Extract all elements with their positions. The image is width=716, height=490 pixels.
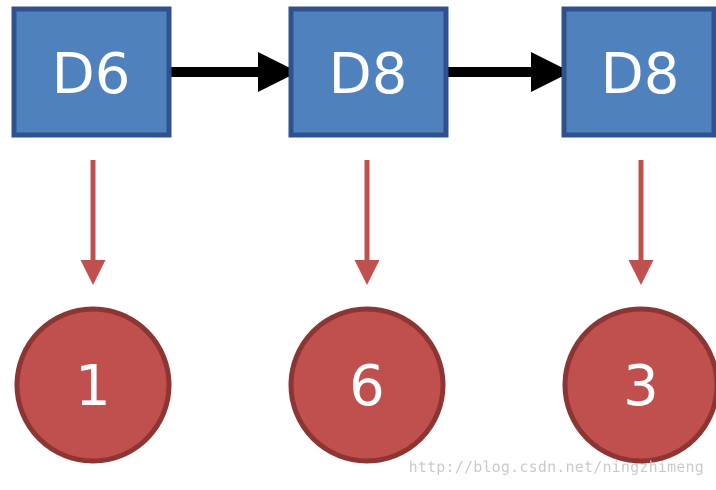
node-label-2: D8: [329, 42, 408, 107]
data-value-1: 1: [75, 354, 111, 419]
node-box-3: [561, 6, 716, 138]
data-circle-1: [14, 306, 172, 464]
node-box-2: [288, 6, 449, 138]
data-value-3: 3: [623, 354, 659, 419]
node-1: D6 1: [11, 6, 172, 464]
data-circle-3: [562, 306, 716, 464]
node-box-1: [11, 6, 172, 138]
node-2: D8 6: [288, 6, 449, 464]
data-circle-2: [288, 306, 446, 464]
node-label-1: D6: [52, 42, 131, 107]
watermark-text: http://blog.csdn.net/ningzhimeng: [408, 458, 704, 476]
node-label-3: D8: [601, 42, 680, 107]
node-3: D8 3: [561, 6, 716, 464]
data-value-2: 6: [349, 354, 385, 419]
